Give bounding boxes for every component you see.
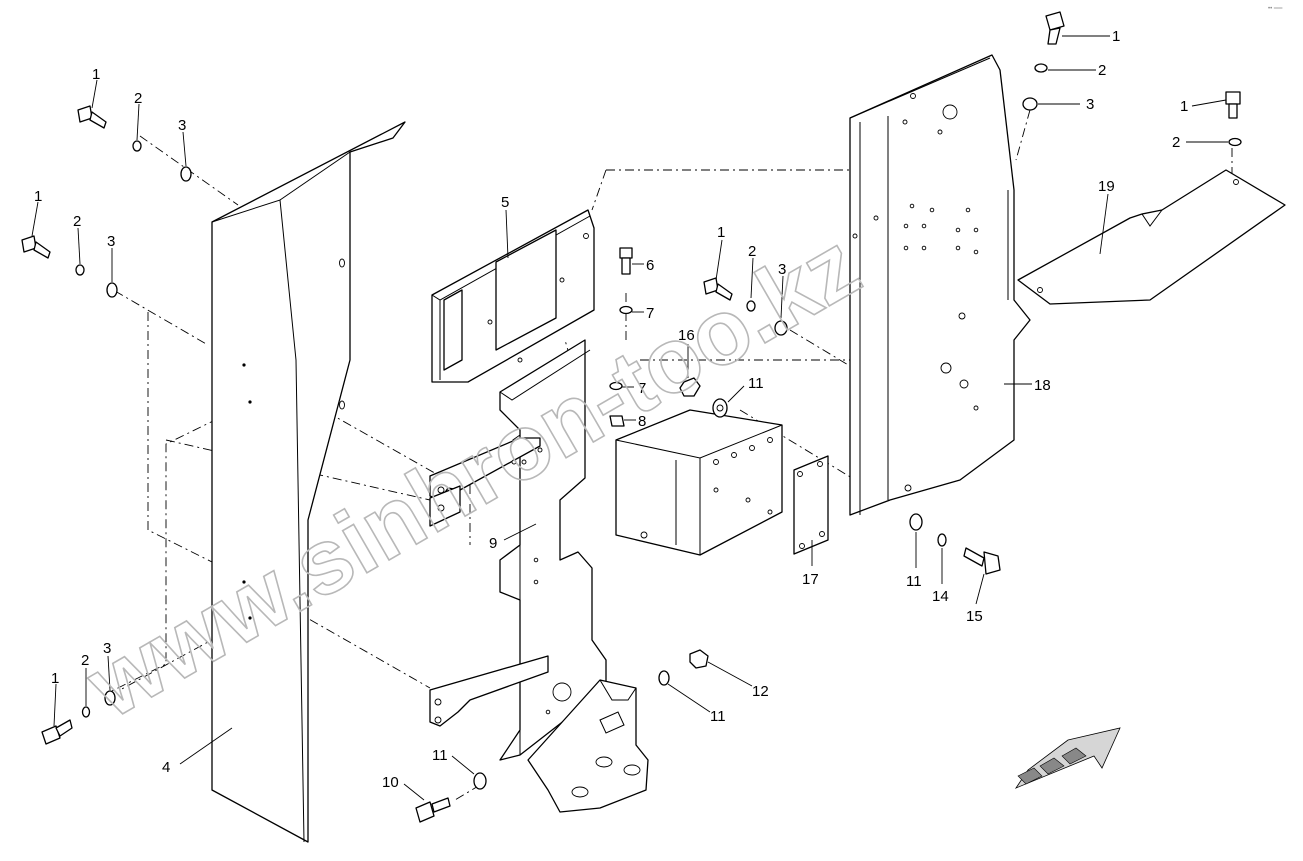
small-plate [793, 455, 829, 555]
callout-1: 1 [51, 670, 59, 687]
bolt [703, 277, 733, 301]
bolt [77, 105, 107, 129]
callout-19: 19 [1098, 178, 1115, 195]
callout-2: 2 [73, 213, 81, 230]
lower-hitch-bracket [527, 679, 649, 813]
callout-7: 7 [638, 380, 646, 397]
flat-washer [106, 282, 118, 298]
callout-18: 18 [1034, 377, 1051, 394]
callout-11: 11 [710, 708, 726, 725]
callout-1: 1 [1180, 98, 1188, 115]
control-box [615, 409, 783, 556]
lock-washer [746, 300, 756, 312]
callout-1: 1 [34, 188, 42, 205]
callout-6: 6 [646, 257, 654, 274]
callout-5: 5 [501, 194, 509, 211]
lock-washer [937, 533, 947, 547]
callout-9: 9 [489, 535, 497, 552]
leader-lines [31, 35, 1228, 801]
callout-8: 8 [638, 413, 646, 430]
callout-12: 12 [752, 683, 769, 700]
callout-2: 2 [134, 90, 142, 107]
bolt [41, 719, 73, 745]
callout-17: 17 [802, 571, 819, 588]
nut [679, 377, 701, 397]
direction-arrow-icon [1014, 727, 1121, 789]
flat-washer [658, 670, 670, 686]
flat-washer [1022, 97, 1038, 111]
callout-4: 4 [162, 759, 170, 776]
callout-16: 16 [678, 327, 695, 344]
washer [609, 381, 623, 391]
clip-brackets [429, 437, 549, 727]
left-cover-panel [211, 121, 406, 843]
flat-washer [180, 166, 192, 182]
callout-1: 1 [1112, 28, 1120, 45]
callout-2: 2 [81, 652, 89, 669]
callout-2: 2 [1172, 134, 1180, 151]
bolt [21, 235, 51, 259]
flat-washer [104, 690, 116, 706]
callout-labels: 1 2 3 1 2 3 1 2 3 4 5 6 7 7 8 9 1 2 3 16… [34, 28, 1188, 791]
bolt [1045, 11, 1065, 45]
washer [619, 305, 633, 315]
lock-washer [1034, 63, 1048, 73]
flat-washer [774, 320, 788, 336]
callout-3: 3 [107, 233, 115, 250]
callout-11: 11 [748, 375, 764, 392]
callout-11: 11 [432, 747, 448, 764]
callout-3: 3 [103, 640, 111, 657]
callout-3: 3 [778, 261, 786, 278]
nut [689, 649, 709, 669]
callout-1: 1 [717, 224, 725, 241]
callout-3: 3 [1086, 96, 1094, 113]
flat-washer [909, 513, 923, 531]
lock-washer [1228, 137, 1242, 147]
lock-washer [132, 140, 142, 152]
lock-washer [81, 706, 91, 718]
callout-2: 2 [748, 243, 756, 260]
callout-3: 3 [178, 117, 186, 134]
callout-11: 11 [906, 573, 922, 590]
flat-washer [473, 772, 487, 790]
fasteners [21, 11, 1242, 823]
upper-cover-plate [431, 209, 595, 383]
bolt [619, 247, 633, 259]
callout-7: 7 [646, 305, 654, 322]
bolt [415, 797, 451, 823]
bolt [1225, 91, 1241, 105]
bolt [963, 547, 1001, 575]
corner-mark: •• ══ [1268, 6, 1283, 12]
lock-washer [75, 264, 85, 276]
callout-14: 14 [932, 588, 949, 605]
callout-10: 10 [382, 774, 399, 791]
bolt-shank [621, 257, 631, 275]
callout-15: 15 [966, 608, 983, 625]
callout-1: 1 [92, 66, 100, 83]
bolt-shank [1228, 103, 1238, 119]
nut [609, 415, 625, 427]
right-tall-panel [849, 54, 1031, 516]
right-shield-plate [1017, 169, 1286, 305]
callout-2: 2 [1098, 62, 1106, 79]
